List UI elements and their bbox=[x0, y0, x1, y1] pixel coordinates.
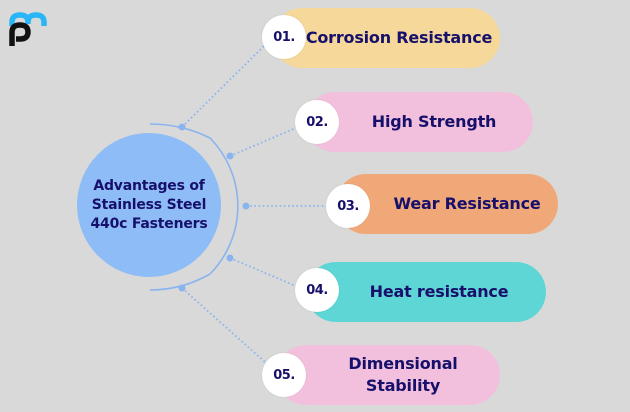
advantage-label-03: Wear Resistance bbox=[393, 194, 541, 213]
arc-node-01 bbox=[178, 123, 186, 131]
advantage-label-05: Dimensional Stability bbox=[348, 354, 458, 395]
arc-node-05 bbox=[178, 284, 186, 292]
advantage-number-04: 04. bbox=[295, 268, 339, 312]
arc-node-02 bbox=[226, 152, 234, 160]
advantage-pill-04: Heat resistance bbox=[306, 262, 546, 322]
advantage-pill-01: Corrosion Resistance bbox=[272, 8, 500, 68]
connector-02 bbox=[229, 126, 299, 157]
advantage-pill-05: Dimensional Stability bbox=[276, 345, 500, 405]
connector-04 bbox=[229, 257, 299, 288]
hub-arc bbox=[149, 123, 239, 291]
advantage-number-01: 01. bbox=[262, 15, 306, 59]
arc-node-04 bbox=[226, 254, 234, 262]
hub-title: Advantages of Stainless Steel 440c Faste… bbox=[90, 177, 208, 232]
connector-05 bbox=[181, 287, 267, 364]
advantage-number-03: 03. bbox=[326, 184, 370, 228]
arc-node-03 bbox=[242, 202, 250, 210]
advantage-label-01: Corrosion Resistance bbox=[305, 28, 493, 47]
advantage-number-05: 05. bbox=[262, 353, 306, 397]
advantage-label-02: High Strength bbox=[371, 112, 497, 131]
advantage-pill-02: High Strength bbox=[305, 92, 533, 152]
brand-logo-icon bbox=[9, 12, 47, 46]
hub-circle: Advantages of Stainless Steel 440c Faste… bbox=[77, 133, 221, 277]
connector-01 bbox=[181, 45, 265, 128]
advantage-pill-03: Wear Resistance bbox=[336, 174, 558, 234]
advantage-number-02: 02. bbox=[295, 100, 339, 144]
advantage-label-04: Heat resistance bbox=[369, 282, 509, 301]
